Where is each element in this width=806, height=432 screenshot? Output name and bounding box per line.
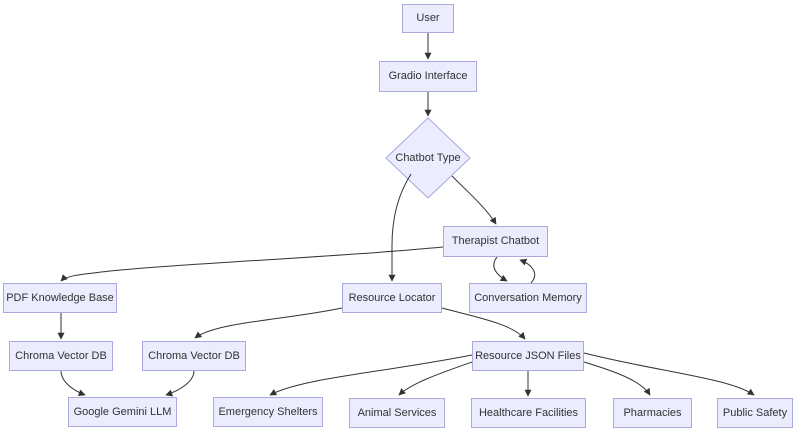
node-user: User <box>402 4 454 33</box>
node-emergency-shelters: Emergency Shelters <box>213 397 323 427</box>
node-chroma-vector-db-2: Chroma Vector DB <box>142 341 246 371</box>
node-animal-services: Animal Services <box>349 398 445 428</box>
edge-therapist-pdf-kb <box>60 246 444 282</box>
edge-conversation-memory-therapist <box>519 258 536 284</box>
edge-resource-locator-resource-json <box>441 307 526 340</box>
edge-resource-json-emergency <box>269 354 473 396</box>
edge-chroma1-gemini <box>60 370 86 397</box>
chatbot-type-diamond-shape <box>385 117 471 199</box>
edge-therapist-conversation-memory <box>493 256 508 282</box>
edge-chatbot-type-resource-locator <box>388 173 412 282</box>
node-conversation-memory: Conversation Memory <box>469 283 587 313</box>
node-pdf-knowledge-base: PDF Knowledge Base <box>3 283 117 313</box>
node-therapist-chatbot: Therapist Chatbot <box>443 226 548 257</box>
node-chroma-vector-db-1: Chroma Vector DB <box>9 341 113 371</box>
node-chatbot-type: Chatbot Type <box>395 152 461 164</box>
edge-chroma2-gemini <box>165 370 195 397</box>
node-gradio-interface: Gradio Interface <box>379 61 477 92</box>
node-google-gemini-llm: Google Gemini LLM <box>68 397 177 427</box>
edge-resource-json-pharmacies <box>583 361 651 396</box>
node-resource-locator: Resource Locator <box>342 283 442 313</box>
edge-resource-json-animal <box>398 361 473 396</box>
edge-resource-locator-chroma2 <box>194 307 343 339</box>
node-healthcare-facilities: Healthcare Facilities <box>471 398 586 428</box>
node-public-safety: Public Safety <box>717 398 793 428</box>
edge-resource-json-public-safety <box>583 352 755 396</box>
node-pharmacies: Pharmacies <box>613 398 692 428</box>
edge-chatbot-type-therapist <box>451 175 497 225</box>
node-resource-json-files: Resource JSON Files <box>472 341 584 371</box>
